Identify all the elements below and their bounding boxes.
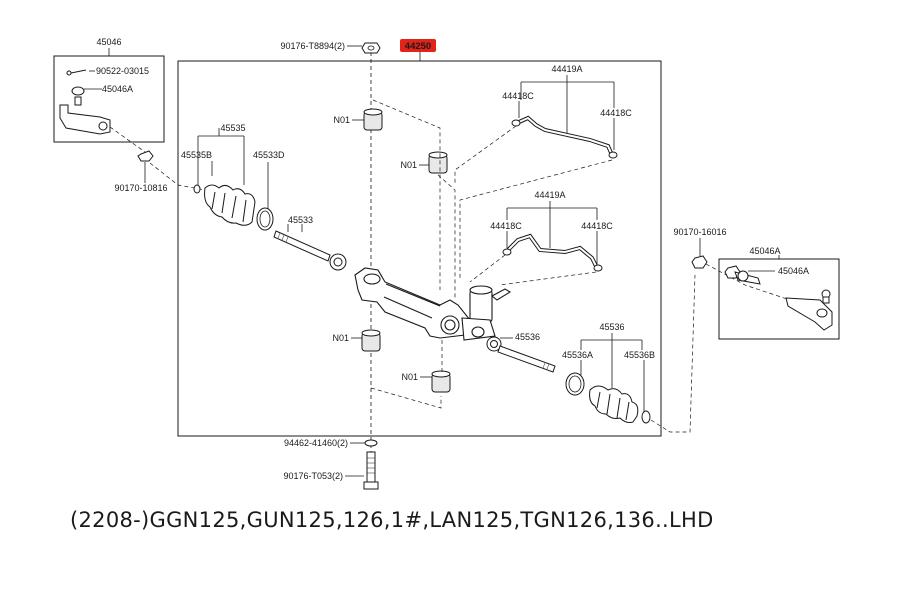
label-45535B: 45535B xyxy=(181,150,212,160)
label-90170-16016: 90170-16016 xyxy=(673,227,726,237)
label-90176-T053: 90176-T053(2) xyxy=(283,471,343,481)
label-44250: 44250 xyxy=(405,41,431,52)
label-45536A: 45536A xyxy=(562,350,593,360)
upper-pressure-pipe-icon xyxy=(518,115,614,156)
label-45535: 45535 xyxy=(220,123,245,133)
right-boot-clamp-icon xyxy=(565,372,585,396)
label-44418C-a: 44418C xyxy=(502,91,534,101)
label-90176-T8894: 90176-T8894(2) xyxy=(280,41,345,51)
pipe-union-icon xyxy=(511,119,618,159)
right-tie-rod-icon xyxy=(486,336,556,373)
label-45046A-right: 45046A xyxy=(778,266,809,276)
label-44418C-c: 44418C xyxy=(490,221,522,231)
label-n01-c: N01 xyxy=(332,333,349,343)
label-45533D: 45533D xyxy=(253,150,285,160)
label-44419A-mid: 44419A xyxy=(534,190,565,200)
top-nut-icon xyxy=(361,42,381,54)
label-44418C-d: 44418C xyxy=(581,221,613,231)
rack-housing-icon xyxy=(354,267,512,341)
label-45046: 45046 xyxy=(96,37,121,47)
part-44250-highlight xyxy=(400,39,436,52)
label-94462-41460: 94462-41460(2) xyxy=(284,438,348,448)
left-boot-clamp-icon xyxy=(256,207,274,231)
label-n01-b: N01 xyxy=(400,160,417,170)
parts-diagram: 45046 90522-03015 45046A 90170-10816 455… xyxy=(53,37,840,490)
bottom-bolt-icon xyxy=(363,451,379,490)
right-tie-rod-end-icon xyxy=(724,265,833,331)
label-90170-10816: 90170-10816 xyxy=(114,183,167,193)
left-nut-icon xyxy=(137,150,154,162)
right-dust-boot-icon xyxy=(589,385,651,424)
label-45046A-left: 45046A xyxy=(102,84,133,94)
model-applicability-caption: (2208-)GGN125,GUN125,126,1#,LAN125,TGN12… xyxy=(70,508,714,532)
label-90522-03015: 90522-03015 xyxy=(96,66,149,76)
bushing-n01-icon xyxy=(361,108,451,393)
right-nut-icon xyxy=(691,255,708,269)
label-n01-a: N01 xyxy=(333,115,350,125)
label-45046A-right-top: 45046A xyxy=(749,246,780,256)
steering-gear-assembly-frame xyxy=(177,60,662,437)
lower-pressure-pipe-icon xyxy=(506,233,599,269)
part-labels: 45046 90522-03015 45046A 90170-10816 455… xyxy=(96,37,809,481)
label-45536-b: 45536 xyxy=(599,322,624,332)
label-45536B: 45536B xyxy=(624,350,655,360)
left-tie-rod-icon xyxy=(273,230,347,271)
label-45536-a: 45536 xyxy=(515,332,540,342)
left-dust-boot-icon xyxy=(193,184,256,226)
bottom-washer-icon xyxy=(364,439,378,447)
label-45533: 45533 xyxy=(288,215,313,225)
label-44418C-b: 44418C xyxy=(600,108,632,118)
label-44419A-top: 44419A xyxy=(551,64,582,74)
left-tie-rod-end-icon xyxy=(59,69,111,135)
label-n01-d: N01 xyxy=(401,372,418,382)
